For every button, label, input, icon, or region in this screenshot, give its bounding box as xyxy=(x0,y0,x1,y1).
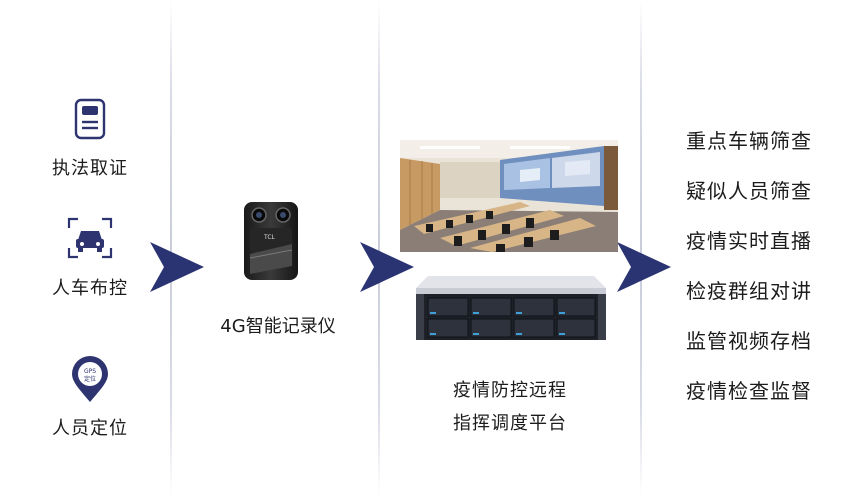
flow-arrow-1 xyxy=(150,242,204,292)
left-item-label: 人车布控 xyxy=(52,278,128,299)
column-divider-2 xyxy=(378,0,380,497)
body-camera-icon xyxy=(240,200,302,286)
svg-text:定位: 定位 xyxy=(84,375,96,383)
id-card-icon xyxy=(40,98,140,144)
device-brand: TCL xyxy=(264,234,275,241)
server-rack-icon xyxy=(416,276,606,346)
feature-item: 检疫群组对讲 xyxy=(686,279,812,303)
left-item-vehicle: 人车布控 xyxy=(40,216,140,300)
flow-arrow-2 xyxy=(360,242,414,292)
feature-item: 疫情检查监督 xyxy=(686,379,812,403)
feature-item: 疑似人员筛查 xyxy=(686,179,812,203)
left-item-label: 执法取证 xyxy=(52,158,128,179)
platform-label-line1: 疫情防控远程 xyxy=(453,380,567,401)
gps-pin-icon: GPS 定位 xyxy=(40,356,140,408)
column-divider-3 xyxy=(640,0,642,497)
left-item-location: GPS 定位 人员定位 xyxy=(40,356,140,440)
platform-label-line2: 指挥调度平台 xyxy=(453,413,567,434)
command-center-photo xyxy=(400,140,618,252)
platform-label: 疫情防控远程 指挥调度平台 xyxy=(420,374,600,440)
feature-list: 重点车辆筛查 疑似人员筛查 疫情实时直播 检疫群组对讲 监管视频存档 疫情检查监… xyxy=(686,124,812,424)
column-divider-1 xyxy=(170,0,172,497)
svg-text:GPS: GPS xyxy=(84,368,96,375)
feature-item: 疫情实时直播 xyxy=(686,229,812,253)
flow-arrow-3 xyxy=(617,242,671,292)
left-item-evidence: 执法取证 xyxy=(40,98,140,180)
device-label: 4G智能记录仪 xyxy=(220,316,336,337)
car-scan-icon xyxy=(40,216,140,264)
left-item-label: 人员定位 xyxy=(52,418,128,439)
feature-item: 监管视频存档 xyxy=(686,329,812,353)
feature-item: 重点车辆筛查 xyxy=(686,129,812,153)
